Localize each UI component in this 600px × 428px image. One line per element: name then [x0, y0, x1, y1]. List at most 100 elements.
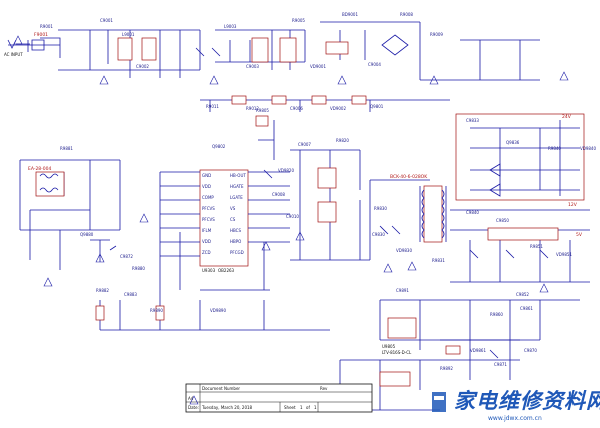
component-ref-label: C9861: [520, 306, 533, 311]
component-ref-label: R9840: [548, 146, 561, 151]
ic-pin-right: PFCGD: [230, 250, 244, 255]
watermark-sub: www.jdwx.com.cn: [488, 415, 542, 422]
component-ref-label: R9880: [132, 266, 145, 271]
component-ref-label: L9001: [122, 32, 135, 37]
watermark-title: 家电维修资料网: [454, 389, 600, 413]
component-ref-label: C9870: [524, 348, 537, 353]
half-bridge-stage: [255, 115, 370, 261]
component-ref-label: C9891: [396, 288, 409, 293]
component-ref-label: R9890: [150, 308, 163, 313]
component-ref-label: C9008: [272, 192, 285, 197]
ic-pin-right: HGATE: [230, 184, 244, 189]
component-ref-label: VD9861: [470, 348, 486, 353]
ic-main-ref: U9303: [202, 268, 216, 273]
rail-24v: 24V: [562, 114, 572, 120]
component-ref-label: Q9801: [370, 104, 384, 109]
component-ref-label: R9008: [400, 12, 413, 17]
opto-ref: U9805: [382, 344, 396, 349]
component-ref-label: R9830: [374, 206, 387, 211]
component-ref-label: VD9002: [330, 106, 346, 111]
inductor-label: EA-28-004: [28, 166, 52, 172]
emi-filter-section: AC INPUT F9001: [4, 21, 569, 85]
component-ref-label: R9882: [96, 288, 109, 293]
title-date-label: Date:: [188, 405, 199, 410]
component-ref-label: C9003: [246, 64, 259, 69]
component-ref-label: C9010: [286, 214, 299, 219]
component-ref-label: VD9840: [580, 146, 596, 151]
pfc-inductor-section: EA-28-004: [19, 159, 149, 287]
main-transformer: BCK-40-6-028OK: [369, 174, 447, 273]
component-ref-label: VD9830: [396, 248, 412, 253]
component-ref-label: R9001: [40, 24, 53, 29]
component-ref-label: C9840: [466, 210, 479, 215]
component-ref-label: C9872: [120, 254, 133, 259]
warning-triangles: [13, 35, 271, 405]
transformer-label: BCK-40-6-028OK: [390, 174, 428, 180]
component-ref-label: R9011: [206, 104, 219, 109]
title-of-label: of: [306, 405, 310, 410]
component-ref-label: C9850: [496, 218, 509, 223]
ic-pin-left: PFCVS: [202, 206, 215, 211]
ic-pin-left: VDD: [202, 239, 211, 244]
component-ref-label: BD9001: [342, 12, 358, 17]
rail-5v: 5V: [576, 232, 583, 238]
component-ref-label: VD9820: [278, 168, 294, 173]
standby-section: [95, 300, 440, 411]
component-ref-label: C9007: [298, 142, 311, 147]
bleed-resistor-string: [200, 95, 450, 112]
ic-pin-left: GND: [202, 173, 211, 178]
component-ref-label: R9820: [336, 138, 349, 143]
ic-main-part: OB2263: [218, 268, 235, 273]
ic-pin-left: PFCVS: [202, 217, 215, 222]
component-ref-label: R9860: [490, 312, 503, 317]
component-ref-label: VD9851: [556, 252, 572, 257]
title-date: Tuesday, March 20, 2018: [201, 405, 253, 410]
opto-part: LTV-816S-D-CL: [382, 350, 412, 355]
ic-pin-right: HB-OUT: [230, 173, 246, 178]
component-ref-label: Q9836: [506, 140, 520, 145]
component-ref-label: C9006: [290, 106, 303, 111]
component-ref-label: Q9802: [212, 144, 226, 149]
component-ref-label: L9003: [224, 24, 237, 29]
component-ref-label: R9005: [292, 18, 305, 23]
title-docnum-label: Document Number: [202, 386, 240, 391]
title-size: A4: [188, 396, 194, 401]
ic-pin-left: VDD: [202, 184, 211, 189]
component-ref-label: C9004: [368, 62, 381, 67]
component-ref-label: C9002: [136, 64, 149, 69]
fuse-label: F9001: [34, 32, 48, 38]
component-ref-label: R9831: [432, 258, 445, 263]
component-ref-label: C9852: [516, 292, 529, 297]
component-ref-label: C9833: [466, 118, 479, 123]
component-ref-label: R9881: [60, 146, 73, 151]
component-ref-label: R9012: [246, 106, 259, 111]
ic-pin-right: HBPO: [230, 239, 241, 244]
component-ref-label: R9851: [530, 244, 543, 249]
title-sheet-label: Sheet: [284, 405, 296, 410]
component-ref-label: C9871: [494, 362, 507, 367]
component-ref-label: C9001: [100, 18, 113, 23]
secondary-outputs: 24V 12V 5V: [450, 113, 590, 293]
feedback-section: U9805 LTV-816S-D-CL: [379, 299, 580, 380]
ic-pin-left: ZCD: [202, 250, 211, 255]
component-ref-label: R9805: [256, 108, 269, 113]
ic-pin-right: LGATE: [230, 195, 243, 200]
component-ref-label: C9883: [124, 292, 137, 297]
main-controller-ic: U9303 OB2263 GNDVDDCOMPPFCVSPFCVSIFLMVDD…: [159, 169, 290, 300]
ic-pin-left: IFLM: [202, 228, 212, 233]
component-ref-label: R9009: [430, 32, 443, 37]
component-ref-label: VD9890: [210, 308, 226, 313]
title-block: A4 Document Number Rev Date: Tuesday, Ma…: [185, 383, 373, 413]
rail-12v: 12V: [568, 202, 578, 208]
ic-pin-right: CS: [230, 217, 236, 222]
title-sheet: 1: [300, 405, 303, 410]
component-ref-label: VD9001: [310, 64, 326, 69]
ac-input-label: AC INPUT: [4, 52, 23, 57]
ic-pin-right: HBCS: [230, 228, 241, 233]
component-ref-label: R9892: [440, 366, 453, 371]
component-ref-label: C9830: [372, 232, 385, 237]
